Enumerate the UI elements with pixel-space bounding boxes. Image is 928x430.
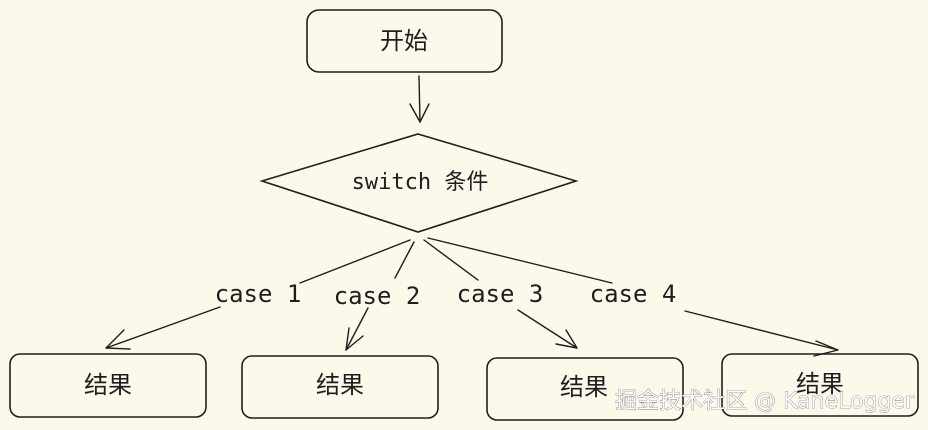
- edge-case-1-lower: [105, 306, 221, 349]
- edge-case-1-upper: [299, 239, 411, 284]
- start-node-box: [306, 9, 503, 73]
- result-node-1-label: 结果: [84, 371, 132, 399]
- result-node-2-box: [241, 355, 439, 419]
- result-node-2-label: 结果: [316, 371, 364, 399]
- condition-label: switch 条件: [352, 170, 489, 195]
- result-node-3-label: 结果: [560, 373, 608, 401]
- edge-start-to-condition: [409, 75, 430, 123]
- result-node-4-label: 结果: [796, 370, 844, 398]
- condition-node: switch 条件: [259, 133, 579, 233]
- edge-case-1: [105, 239, 411, 350]
- edge-start-line: [418, 75, 421, 123]
- edge-case-3: [423, 239, 578, 349]
- result-node-2: 结果: [241, 355, 439, 419]
- result-node-1-box: [9, 353, 207, 418]
- condition-diamond: [259, 133, 579, 233]
- edge-case-4-lower: [684, 310, 839, 351]
- edge-case-3-upper: [423, 239, 479, 281]
- case-4-label: case 4: [590, 280, 677, 308]
- result-node-4-box: [721, 353, 919, 417]
- edge-start-arrowhead: [409, 103, 430, 123]
- edge-case-1-arrowhead: [105, 329, 131, 350]
- watermark: 掘金技术社区 @ KaneLogger: [615, 389, 915, 414]
- case-1-label: case 1: [215, 280, 302, 308]
- edge-case-2: [345, 241, 415, 351]
- result-node-4: 结果: [721, 353, 919, 417]
- result-node-3-box: [486, 357, 684, 421]
- result-node-3: 结果: [486, 357, 684, 421]
- case-3-label: case 3: [457, 280, 544, 308]
- start-node-label: 开始: [380, 27, 428, 55]
- edge-case-2-arrowhead: [345, 327, 364, 351]
- edge-case-2-upper: [394, 241, 415, 279]
- case-2-label: case 2: [334, 282, 421, 310]
- result-node-1: 结果: [9, 353, 207, 418]
- edge-case-3-arrowhead: [555, 329, 578, 349]
- edge-case-4-upper: [427, 237, 613, 284]
- edge-case-2-lower: [345, 307, 369, 351]
- start-node: 开始: [306, 9, 503, 73]
- edge-case-3-lower: [517, 309, 578, 349]
